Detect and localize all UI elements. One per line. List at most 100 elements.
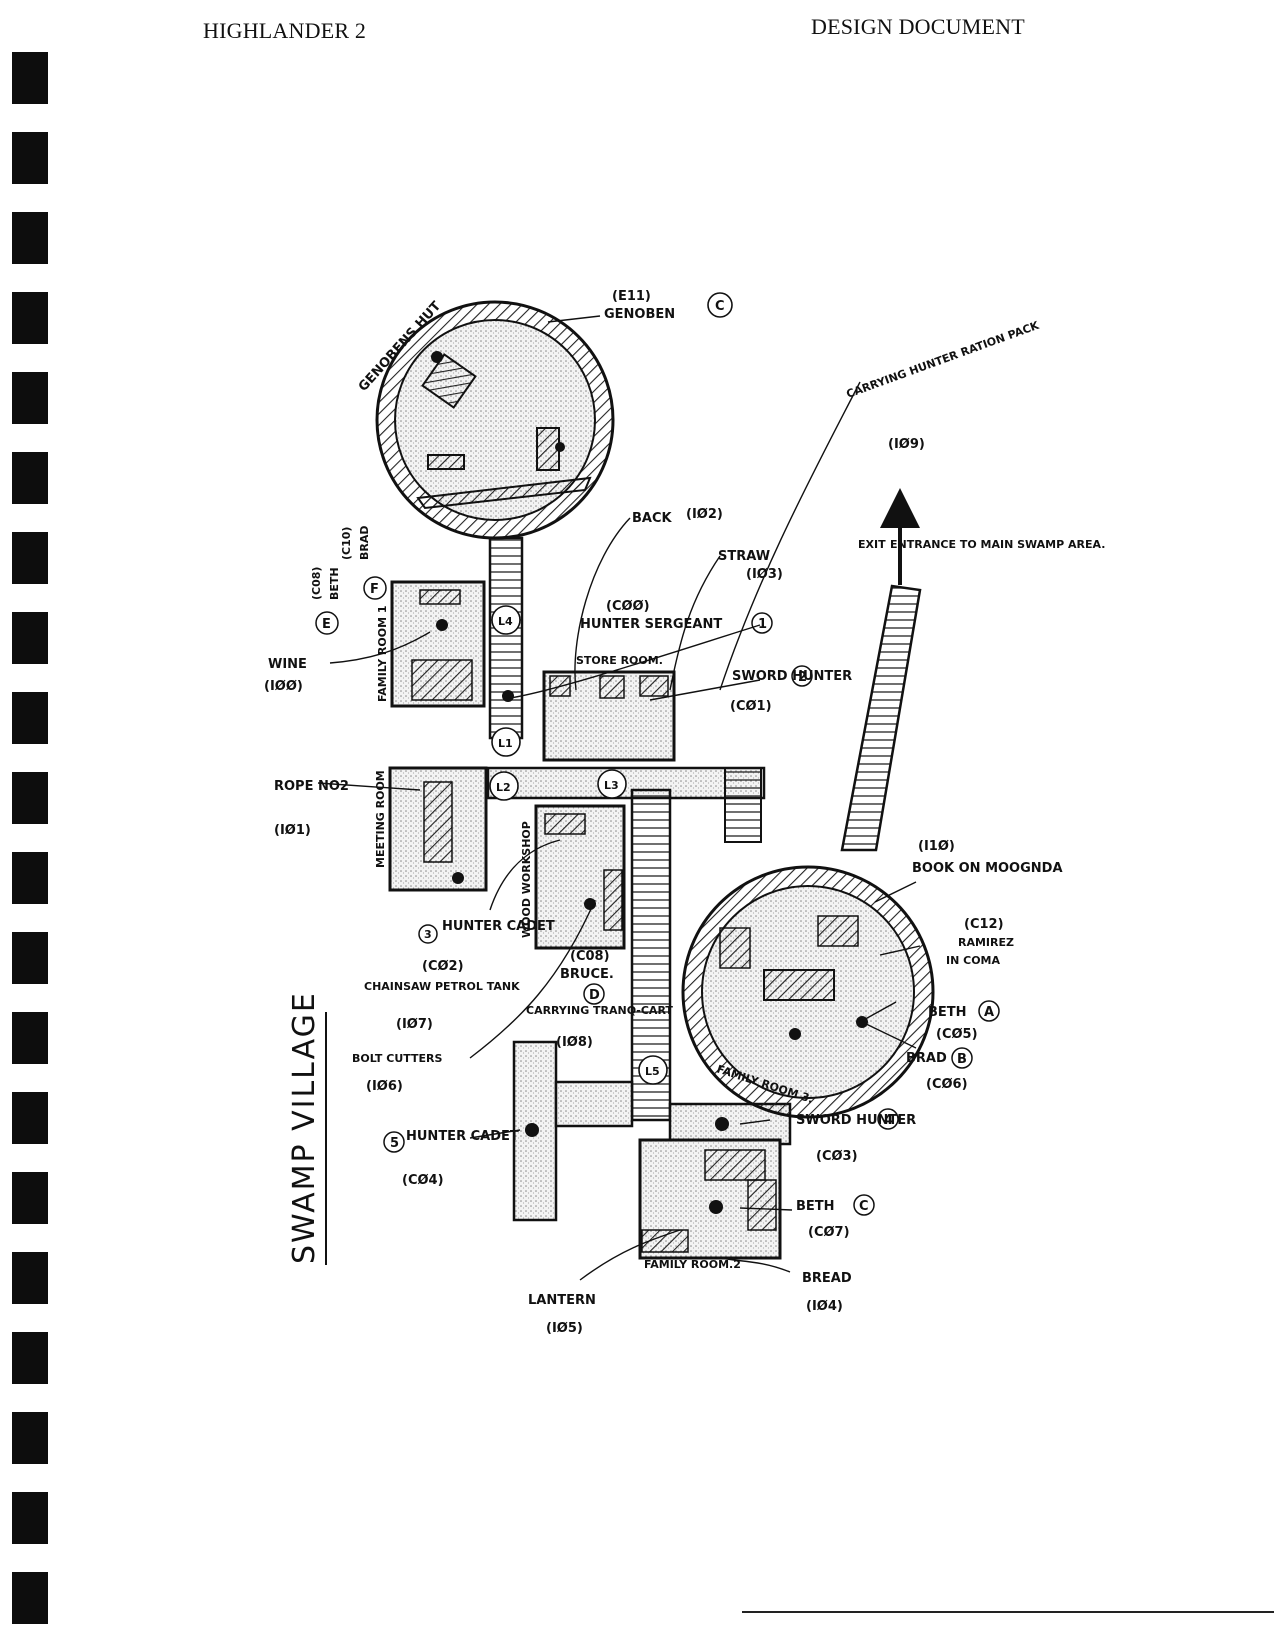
leader-lines (317, 315, 921, 1281)
label-straw-code: (IØ3) (746, 567, 783, 582)
binder-hole (12, 612, 48, 664)
binder-hole (12, 372, 48, 424)
label-sword-hunter-2-tag: 4 (884, 1113, 893, 1128)
label-book: BOOK ON MOOGNDA (912, 861, 1063, 876)
tag-circle (315, 611, 339, 635)
label-hunter-sergeant-tag: 1 (758, 617, 767, 632)
label-lantern-code: (IØ5) (546, 1321, 583, 1336)
label-ramirez-code: (C12) (964, 917, 1004, 932)
footer-rule (742, 1611, 1274, 1613)
tag-circle (489, 771, 519, 801)
binder-hole (12, 1172, 48, 1224)
tag-circle (877, 1108, 899, 1130)
label-bread-code: (IØ4) (806, 1299, 843, 1314)
label-rope-code: (IØ1) (274, 823, 311, 838)
label-beth-a-tag: A (984, 1005, 994, 1020)
meeting-room (388, 766, 488, 892)
binder-hole (12, 932, 48, 984)
label-ramirez: RAMIREZ (958, 936, 1014, 949)
label-chainsaw: CHAINSAW PETROL TANK (364, 980, 520, 993)
binder-holes (10, 0, 50, 1650)
label-meeting-room: MEETING ROOM (374, 770, 387, 868)
map-title-text: SWAMP VILLAGE (287, 991, 322, 1264)
label-beth: BETH (328, 567, 341, 600)
label-genoben: GENOBEN (604, 307, 675, 322)
binder-hole (12, 52, 48, 104)
label-beth-c-code: (CØ7) (808, 1225, 850, 1240)
wood-workshop (534, 804, 626, 950)
label-sword-hunter-2: SWORD HUNTER (796, 1113, 916, 1128)
label-hunter-cadet-2-code: (CØ4) (402, 1173, 444, 1188)
family-room-2 (638, 1138, 782, 1260)
binder-hole (12, 292, 48, 344)
label-exit: EXIT (858, 538, 886, 551)
label-lantern: LANTERN (528, 1293, 596, 1308)
label-rope: ROPE NO2 (274, 779, 349, 794)
label-store-room: STORE ROOM. (576, 654, 663, 667)
header-game-title: HIGHLANDER 2 (203, 18, 367, 43)
label-wine-code: (IØØ) (264, 679, 303, 694)
genobens-hut (375, 300, 615, 540)
label-entrance: ENTRANCE TO MAIN SWAMP AREA. (890, 538, 1105, 551)
tag-circle (583, 983, 605, 1005)
tag-circle (491, 727, 521, 757)
label-bread: BREAD (802, 1271, 852, 1286)
label-hunter-cadet-1-code: (CØ2) (422, 959, 464, 974)
label-bruce-tag: D (589, 988, 600, 1003)
label-beth-c-tag: C (859, 1199, 869, 1214)
family-room-3 (681, 865, 935, 1119)
label-l3: L3 (604, 779, 619, 792)
binder-hole (12, 852, 48, 904)
west-wing (512, 1040, 634, 1222)
label-hunter-sergeant-code: (CØØ) (606, 599, 650, 614)
label-bruce-code: (C08) (570, 949, 610, 964)
label-tranq: CARRYING TRANQ-CART (526, 1004, 673, 1017)
label-family-room-2: FAMILY ROOM.2 (644, 1258, 741, 1271)
label-brad-b-code: (CØ6) (926, 1077, 968, 1092)
label-l4: L4 (498, 615, 513, 628)
tag-circle (707, 292, 733, 318)
tag-circle (363, 576, 387, 600)
label-straw: STRAW (718, 549, 770, 564)
label-beth-code: (C08) (310, 567, 323, 600)
label-ramirez-note: IN COMA (946, 954, 1000, 967)
label-book-code: (I1Ø) (918, 839, 955, 854)
binder-hole (12, 1252, 48, 1304)
tag-circle (491, 605, 521, 635)
binder-hole (12, 1012, 48, 1064)
binder-hole (12, 132, 48, 184)
label-chainsaw-code: (IØ7) (396, 1017, 433, 1032)
label-bruce: BRUCE. (560, 967, 614, 982)
binder-hole (12, 532, 48, 584)
label-bolt-code: (IØ6) (366, 1079, 403, 1094)
label-hunter-sergeant: HUNTER SERGEANT (580, 617, 722, 632)
exit-ramp (840, 488, 922, 852)
header-doc-type: DESIGN DOCUMENT (811, 14, 1025, 39)
binder-hole (12, 1412, 48, 1464)
label-back: BACK (632, 511, 673, 526)
label-beth-a-code: (CØ5) (936, 1027, 978, 1042)
label-sword-hunter-2-code: (CØ3) (816, 1149, 858, 1164)
binder-hole (12, 212, 48, 264)
label-hunter-cadet-1-tag: 3 (424, 928, 432, 941)
tag-circle (638, 1055, 668, 1085)
label-l5: L5 (645, 1065, 660, 1078)
label-hunter-cadet-1: HUNTER CADET (442, 919, 555, 934)
store-room (502, 670, 676, 762)
label-brad-b: BRAD (906, 1051, 947, 1066)
tag-circle (791, 665, 813, 687)
label-tranq-code: (IØ8) (556, 1035, 593, 1050)
label-hunter-cadet-2-tag: 5 (390, 1136, 399, 1151)
label-l1: L1 (498, 737, 513, 750)
tag-circle (383, 1131, 405, 1153)
label-wine: WINE (268, 657, 307, 672)
label-ration-code: (IØ9) (888, 437, 925, 452)
stairs-east (724, 767, 762, 843)
tag-circle (751, 612, 773, 634)
tag-circle (418, 924, 438, 944)
binder-hole (12, 772, 48, 824)
label-brad: BRAD (358, 526, 371, 561)
label-genoben-code: (E11) (612, 289, 651, 304)
label-family-room-1: FAMILY ROOM 1 (376, 606, 389, 703)
